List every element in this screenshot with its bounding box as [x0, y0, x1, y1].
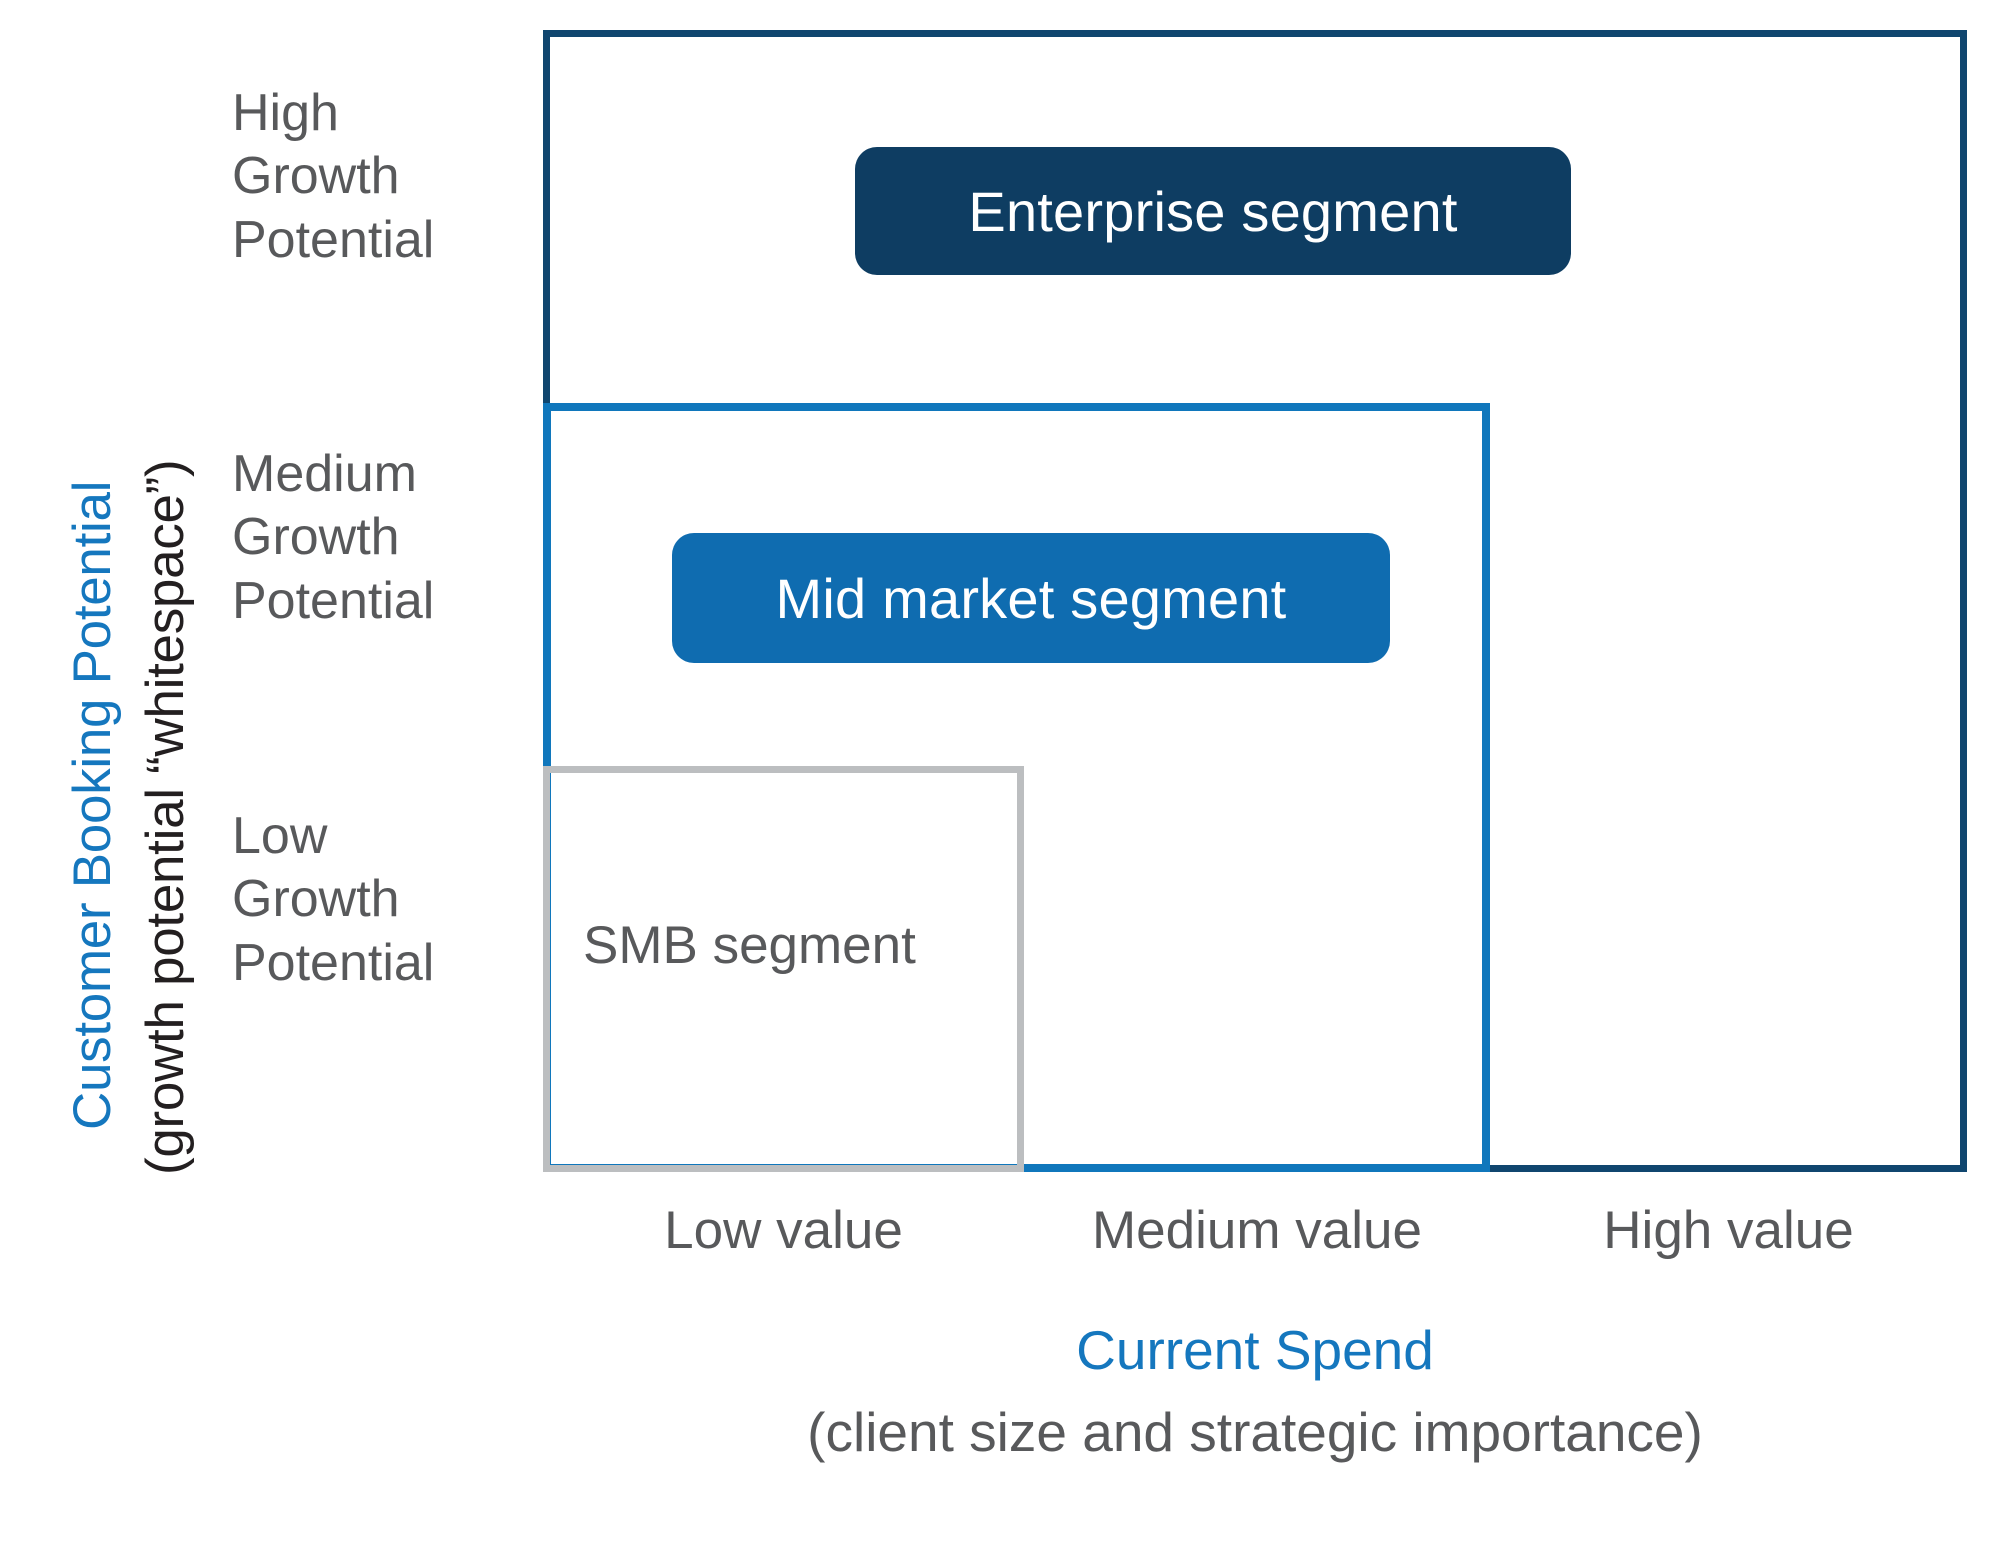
y-axis-title-secondary: (growth potential “whitespace”): [136, 459, 195, 1175]
mid-market-segment-pill: Mid market segment: [672, 533, 1390, 663]
enterprise-segment-pill: Enterprise segment: [855, 147, 1571, 275]
x-tick-label-low-value: Low value: [664, 1201, 903, 1260]
x-tick-label-medium-value: Medium value: [1092, 1201, 1422, 1260]
smb-segment-boundary: [543, 766, 1024, 1172]
y-axis-title-primary: Customer Booking Potential: [63, 480, 122, 1130]
x-axis-title-primary: Current Spend: [1076, 1319, 1434, 1381]
smb-segment-label: SMB segment: [583, 916, 916, 975]
y-axis-title-group: Customer Booking Potential (growth poten…: [0, 0, 195, 1190]
x-tick-label-high-value: High value: [1603, 1201, 1854, 1260]
x-axis-title-secondary: (client size and strategic importance): [807, 1401, 1703, 1463]
